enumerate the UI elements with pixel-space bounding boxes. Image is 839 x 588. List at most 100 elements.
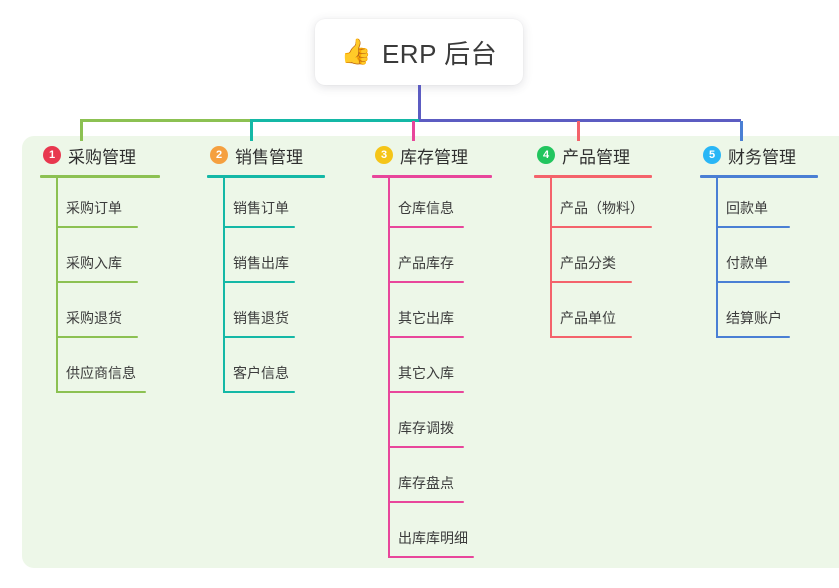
leaf-item[interactable]: 产品分类	[524, 233, 674, 288]
leaf-item-label: 供应商信息	[66, 365, 136, 381]
branch-spine-3	[388, 178, 390, 558]
leaf-item-rule	[550, 281, 632, 283]
branch-title-2: 销售管理	[235, 147, 303, 167]
leaf-item-label: 其它入库	[398, 365, 454, 381]
leaf-item[interactable]: 产品库存	[362, 233, 512, 288]
branch-items-5: 回款单付款单结算账户	[690, 178, 839, 343]
leaf-item[interactable]: 销售出库	[197, 233, 347, 288]
leaf-item-label: 采购退货	[66, 310, 122, 326]
leaf-item[interactable]: 库存盘点	[362, 453, 512, 508]
branch-badge-1: 1	[43, 146, 61, 164]
leaf-item[interactable]: 产品单位	[524, 288, 674, 343]
leaf-item-rule	[388, 501, 464, 503]
leaf-item-rule	[388, 391, 464, 393]
drop-connector-2	[250, 121, 253, 141]
branch-column-1: 1 采购管理采购订单采购入库采购退货供应商信息	[30, 141, 180, 398]
leaf-item-rule	[716, 281, 790, 283]
root-stem-connector	[418, 85, 421, 121]
leaf-item-label: 库存盘点	[398, 475, 454, 491]
leaf-item-label: 产品（物料）	[560, 200, 644, 216]
drop-connector-3	[412, 121, 415, 141]
leaf-item-rule	[716, 336, 790, 338]
leaf-item-rule	[56, 391, 146, 393]
branch-items-2: 销售订单销售出库销售退货客户信息	[197, 178, 347, 398]
leaf-item-rule	[223, 281, 295, 283]
leaf-item-label: 销售退货	[233, 310, 289, 326]
leaf-item[interactable]: 仓库信息	[362, 178, 512, 233]
leaf-item-rule	[388, 226, 464, 228]
branch-title-5: 财务管理	[728, 147, 796, 167]
leaf-item-label: 销售订单	[233, 200, 289, 216]
branch-spine-2	[223, 178, 225, 393]
leaf-item[interactable]: 采购订单	[30, 178, 180, 233]
leaf-item[interactable]: 采购退货	[30, 288, 180, 343]
bus-segment-2	[250, 119, 422, 122]
leaf-item-rule	[550, 226, 652, 228]
leaf-item-rule	[56, 336, 138, 338]
leaf-item-label: 产品库存	[398, 255, 454, 271]
branch-spine-4	[550, 178, 552, 338]
leaf-item[interactable]: 产品（物料）	[524, 178, 674, 233]
leaf-item-rule	[388, 446, 464, 448]
branch-spine-5	[716, 178, 718, 338]
thumbs-up-icon: 👍	[340, 37, 372, 66]
leaf-item-rule	[223, 391, 295, 393]
leaf-item-rule	[223, 336, 295, 338]
drop-connector-1	[80, 121, 83, 141]
leaf-item[interactable]: 采购入库	[30, 233, 180, 288]
leaf-item[interactable]: 客户信息	[197, 343, 347, 398]
leaf-item-label: 结算账户	[726, 310, 782, 326]
leaf-item[interactable]: 销售订单	[197, 178, 347, 233]
drop-connector-5	[740, 121, 743, 141]
leaf-item-label: 销售出库	[233, 255, 289, 271]
leaf-item-label: 库存调拨	[398, 420, 454, 436]
leaf-item[interactable]: 供应商信息	[30, 343, 180, 398]
root-node[interactable]: 👍 ERP 后台	[315, 19, 523, 85]
branch-items-1: 采购订单采购入库采购退货供应商信息	[30, 178, 180, 398]
leaf-item-rule	[716, 226, 790, 228]
branch-badge-5: 5	[703, 146, 721, 164]
leaf-item-rule	[388, 556, 474, 558]
leaf-item[interactable]: 付款单	[690, 233, 839, 288]
leaf-item[interactable]: 结算账户	[690, 288, 839, 343]
branch-title-1: 采购管理	[68, 147, 136, 167]
leaf-item-rule	[388, 336, 464, 338]
branch-badge-3: 3	[375, 146, 393, 164]
bus-segment-1	[80, 119, 252, 122]
leaf-item[interactable]: 出库库明细	[362, 508, 512, 563]
leaf-item-label: 回款单	[726, 200, 768, 216]
branch-header-1[interactable]: 1 采购管理	[30, 141, 180, 169]
branch-header-2[interactable]: 2 销售管理	[197, 141, 347, 169]
branch-items-4: 产品（物料） 产品分类产品单位	[524, 178, 674, 343]
leaf-item-label: 出库库明细	[398, 530, 468, 546]
leaf-item-label: 仓库信息	[398, 200, 454, 216]
leaf-item-label: 采购订单	[66, 200, 122, 216]
leaf-item[interactable]: 库存调拨	[362, 398, 512, 453]
leaf-item-rule	[56, 281, 138, 283]
leaf-item-label: 产品单位	[560, 310, 616, 326]
drop-connector-4	[577, 121, 580, 141]
leaf-item[interactable]: 其它入库	[362, 343, 512, 398]
branch-spine-1	[56, 178, 58, 393]
leaf-item-label: 采购入库	[66, 255, 122, 271]
root-title: ERP 后台	[381, 38, 498, 69]
leaf-item[interactable]: 其它出库	[362, 288, 512, 343]
branch-rule-3	[372, 175, 492, 178]
leaf-item-label: 客户信息	[233, 365, 289, 381]
branch-rule-2	[207, 175, 325, 178]
branches-panel	[22, 136, 839, 568]
branch-badge-2: 2	[210, 146, 228, 164]
leaf-item[interactable]: 销售退货	[197, 288, 347, 343]
branch-rule-5	[700, 175, 818, 178]
branch-header-5[interactable]: 5 财务管理	[690, 141, 839, 169]
branch-rule-4	[534, 175, 652, 178]
leaf-item[interactable]: 回款单	[690, 178, 839, 233]
leaf-item-rule	[56, 226, 138, 228]
branch-rule-1	[40, 175, 160, 178]
branch-badge-4: 4	[537, 146, 555, 164]
